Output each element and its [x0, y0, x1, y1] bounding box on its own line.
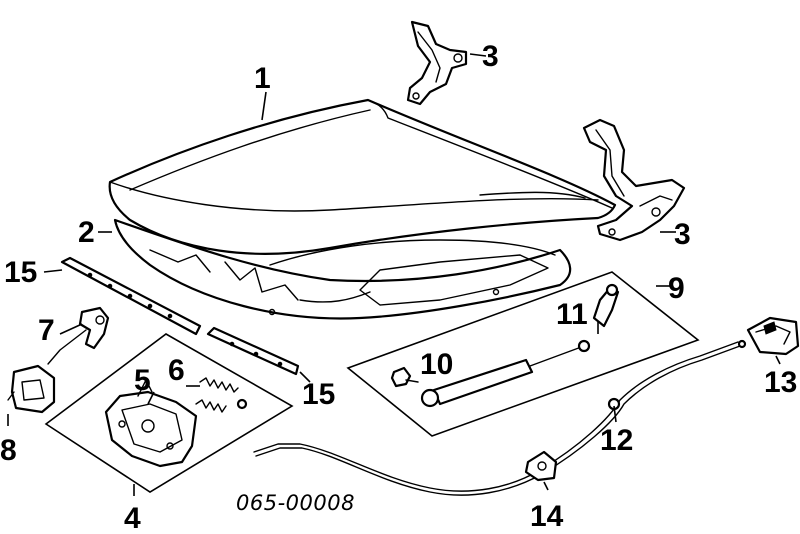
callout-3-upper: 3 — [482, 40, 499, 73]
diagram-reference-code: 065-00008 — [236, 491, 355, 515]
callout-7: 7 — [38, 314, 55, 347]
callout-15-left: 15 — [4, 256, 37, 289]
latch-spring — [195, 377, 248, 413]
strut-ball-stud-11 — [592, 283, 620, 328]
callout-2: 2 — [78, 216, 95, 249]
hood-hinge-upper — [406, 20, 468, 106]
hood-panel — [108, 98, 617, 320]
latch-assembly-group-outline — [44, 333, 294, 493]
callout-3-lower: 3 — [674, 218, 691, 251]
safety-catch — [47, 306, 110, 365]
leader-lines — [7, 53, 781, 496]
callout-12: 12 — [600, 424, 633, 457]
hood-seal-strip-right — [206, 326, 300, 376]
strut-ball-stud-10 — [390, 366, 419, 388]
callout-8: 8 — [0, 434, 17, 467]
hood-release-cable — [253, 339, 747, 496]
release-handle — [746, 316, 800, 356]
hood-gas-strut — [420, 339, 591, 408]
cable-clip — [524, 450, 558, 482]
hood-seal-strip-left — [60, 256, 202, 336]
callout-14: 14 — [530, 500, 564, 533]
callout-13: 13 — [764, 366, 797, 399]
callout-10: 10 — [420, 348, 453, 381]
callout-15-right: 15 — [302, 378, 335, 411]
hood-hinge-lower — [582, 118, 686, 242]
callout-6: 6 — [168, 354, 185, 387]
callout-1: 1 — [254, 62, 271, 95]
callout-11: 11 — [556, 298, 588, 331]
strut-group-outline — [346, 271, 700, 437]
callout-5: 5 — [134, 364, 151, 397]
lock-bracket — [7, 364, 56, 414]
callout-9: 9 — [668, 272, 685, 305]
callout-4: 4 — [124, 502, 141, 534]
hood-latch — [104, 379, 198, 468]
